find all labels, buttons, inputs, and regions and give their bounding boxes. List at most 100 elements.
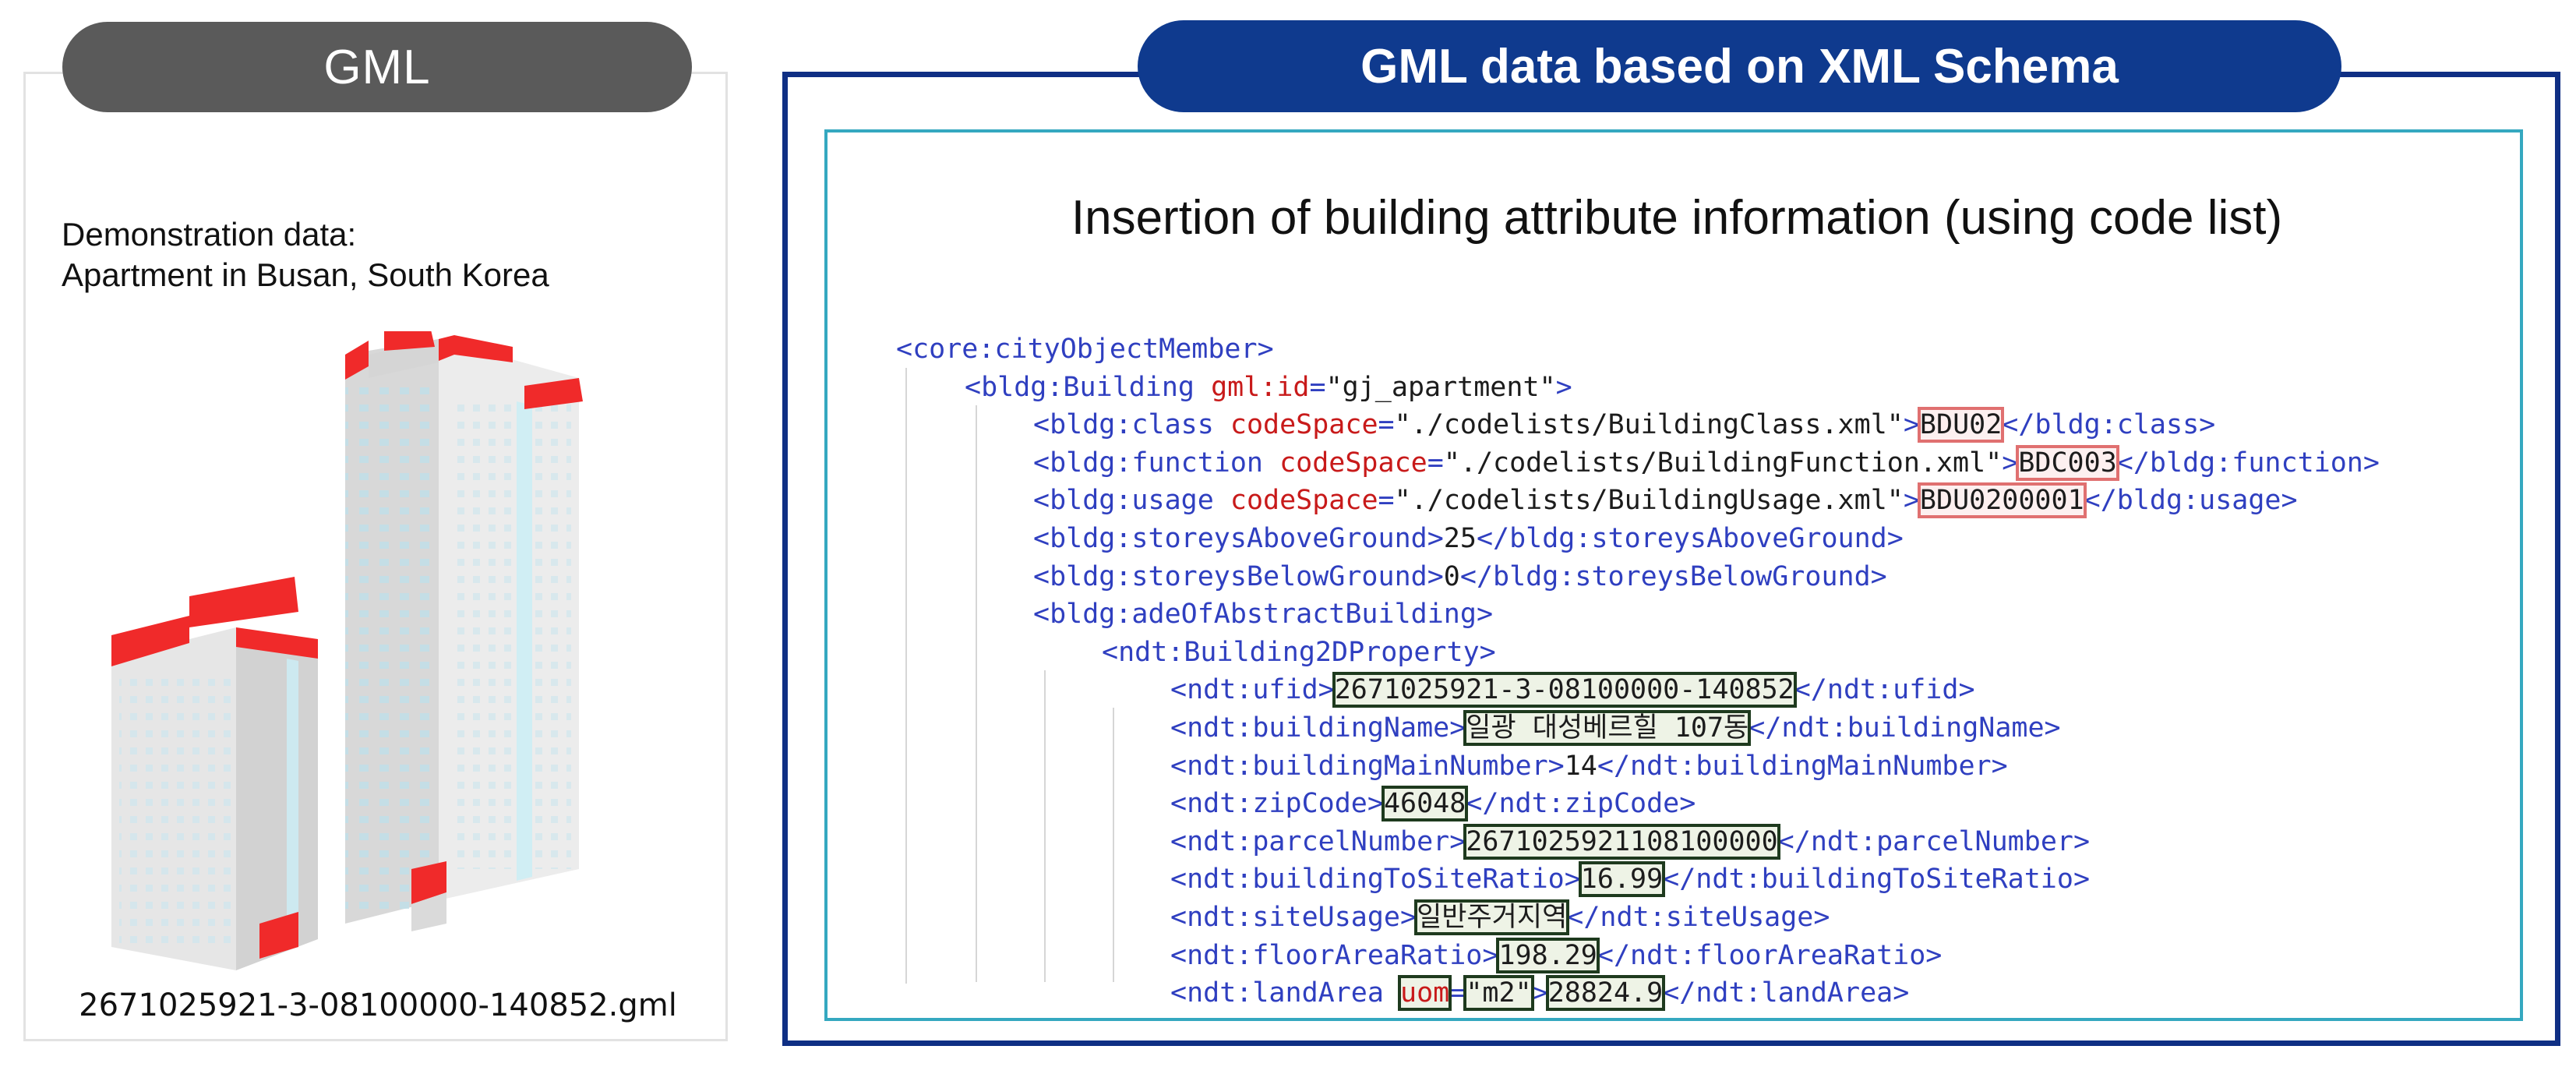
indent-guide bbox=[1044, 670, 1046, 982]
xml-tag: </bldg:function> bbox=[2116, 447, 2380, 479]
xml-attr: codeSpace bbox=[1279, 447, 1427, 479]
xml-line: <ndt:Building2DProperty> bbox=[896, 634, 2380, 672]
highlighted-value: 일반주거지역 bbox=[1414, 899, 1570, 935]
xml-tag: </ndt:siteUsage> bbox=[1567, 901, 1830, 933]
xml-line: <bldg:class codeSpace="./codelists/Build… bbox=[896, 406, 2380, 444]
xml-txt: 25 bbox=[1443, 522, 1477, 554]
roof-short-1 bbox=[111, 616, 189, 666]
highlighted-value: 46048 bbox=[1381, 786, 1469, 822]
xml-txt: 14 bbox=[1564, 750, 1597, 782]
indent-guide bbox=[905, 368, 907, 984]
highlighted-value: BDU0200001 bbox=[1917, 482, 2087, 519]
building-3d-model bbox=[111, 331, 583, 970]
xml-tag: > bbox=[1903, 485, 1920, 517]
xml-tag: > bbox=[1555, 371, 1572, 403]
xml-line: <bldg:storeysAboveGround>25</bldg:storey… bbox=[896, 520, 2380, 558]
xml-line: <bldg:adeOfAbstractBuilding> bbox=[896, 595, 2380, 634]
highlighted-value: 2671025921-3-08100000-140852 bbox=[1332, 672, 1797, 708]
xml-tag: <bldg:usage bbox=[1033, 485, 1230, 517]
xml-tag: </ndt:buildingToSiteRatio> bbox=[1663, 864, 2091, 896]
roof-tall-2 bbox=[439, 335, 513, 362]
highlighted-value: uom bbox=[1398, 975, 1452, 1012]
short-tower bbox=[111, 577, 318, 970]
demonstration-line: Demonstration data: bbox=[62, 216, 357, 253]
xml-val: "./codelists/BuildingUsage.xml" bbox=[1394, 485, 1904, 517]
xml-line: <ndt:landArea uom="m2">28824.9</ndt:land… bbox=[896, 974, 2380, 1012]
gml-file-name: 2671025921-3-08100000-140852.gml bbox=[79, 988, 677, 1023]
code-frame: Insertion of building attribute informat… bbox=[824, 129, 2523, 1021]
base-block-red bbox=[411, 861, 446, 904]
roof-tall-1 bbox=[345, 341, 369, 380]
highlighted-value: BDU02 bbox=[1917, 407, 2005, 443]
xml-val: "./codelists/BuildingClass.xml" bbox=[1394, 409, 1904, 441]
xml-tag: <ndt:buildingName> bbox=[1170, 712, 1466, 744]
demonstration-label: Demonstration data: Apartment in Busan, … bbox=[62, 214, 549, 295]
xml-tag: <bldg:storeysBelowGround> bbox=[1033, 560, 1444, 592]
xml-tag: </ndt:ufid> bbox=[1794, 674, 1975, 706]
xml-line: <bldg:usage codeSpace="./codelists/Build… bbox=[896, 482, 2380, 520]
xml-tag: </bldg:storeysBelowGround> bbox=[1459, 560, 1887, 592]
xml-val: "gj_apartment" bbox=[1325, 371, 1556, 403]
xml-tag: = bbox=[1378, 409, 1395, 441]
highlighted-value: 16.99 bbox=[1578, 861, 1666, 898]
xml-tag: <bldg:Building bbox=[965, 371, 1212, 403]
xml-tag: = bbox=[1427, 447, 1444, 479]
xml-tag: <ndt:landArea bbox=[1170, 977, 1401, 1009]
demonstration-location: Apartment in Busan, South Korea bbox=[62, 256, 549, 293]
xml-line: <ndt:siteUsage>일반주거지역</ndt:siteUsage> bbox=[896, 899, 2380, 937]
highlighted-value: 198.29 bbox=[1496, 937, 1600, 973]
roof-short-2 bbox=[189, 577, 298, 627]
indent-guide bbox=[1113, 708, 1114, 982]
xml-tag: </ndt:landArea> bbox=[1663, 977, 1910, 1009]
xml-line: <ndt:zipCode>46048</ndt:zipCode> bbox=[896, 785, 2380, 823]
tall-tower bbox=[345, 331, 583, 931]
xml-attr: codeSpace bbox=[1230, 409, 1378, 441]
xml-tag: > bbox=[1903, 409, 1920, 441]
xml-tag: <ndt:Building2DProperty> bbox=[1102, 636, 1496, 668]
xml-line: <bldg:Building gml:id="gj_apartment"> bbox=[896, 369, 2380, 407]
xml-tag: <ndt:ufid> bbox=[1170, 674, 1335, 706]
xml-tag: </bldg:storeysAboveGround> bbox=[1476, 522, 1904, 554]
xml-line: <bldg:function codeSpace="./codelists/Bu… bbox=[896, 444, 2380, 482]
xml-val: "./codelists/BuildingFunction.xml" bbox=[1443, 447, 2003, 479]
gml-panel: Demonstration data: Apartment in Busan, … bbox=[23, 72, 728, 1041]
xml-schema-title-badge: GML data based on XML Schema bbox=[1138, 20, 2341, 112]
xml-line: <ndt:buildingToSiteRatio>16.99</ndt:buil… bbox=[896, 860, 2380, 899]
xml-tag: <ndt:parcelNumber> bbox=[1170, 825, 1466, 857]
xml-tag: <ndt:floorAreaRatio> bbox=[1170, 939, 1499, 971]
xml-tag: <bldg:function bbox=[1033, 447, 1280, 479]
xml-tag: <ndt:zipCode> bbox=[1170, 788, 1384, 820]
xml-tag: </ndt:floorAreaRatio> bbox=[1597, 939, 1943, 971]
xml-tag: = bbox=[1309, 371, 1326, 403]
xml-tag: </ndt:buildingName> bbox=[1749, 712, 2061, 744]
xml-line: <ndt:floorAreaRatio>198.29</ndt:floorAre… bbox=[896, 937, 2380, 975]
base-red-small bbox=[259, 912, 298, 959]
highlighted-value: BDC003 bbox=[2016, 444, 2119, 481]
xml-line: <ndt:parcelNumber>2671025921108100000</n… bbox=[896, 823, 2380, 861]
xml-line: <ndt:ufid>2671025921-3-08100000-140852</… bbox=[896, 671, 2380, 709]
xml-tag: </bldg:usage> bbox=[2084, 485, 2298, 517]
xml-tag: = bbox=[1449, 977, 1466, 1009]
xml-tag: > bbox=[2002, 447, 2019, 479]
xml-code-block: <core:cityObjectMember><bldg:Building gm… bbox=[896, 330, 2380, 1012]
xml-tag: </ndt:parcelNumber> bbox=[1777, 825, 2091, 857]
highlighted-value: 일광 대성베르힐 107동 bbox=[1463, 709, 1752, 746]
xml-tag: <bldg:class bbox=[1033, 409, 1230, 441]
xml-txt: 0 bbox=[1443, 560, 1460, 592]
xml-tag: <ndt:siteUsage> bbox=[1170, 901, 1417, 933]
gml-title-badge: GML bbox=[62, 22, 692, 112]
highlighted-value: 28824.9 bbox=[1545, 975, 1666, 1012]
xml-tag: <bldg:storeysAboveGround> bbox=[1033, 522, 1444, 554]
xml-attr: gml:id bbox=[1211, 371, 1310, 403]
xml-line: <bldg:storeysBelowGround>0</bldg:storeys… bbox=[896, 558, 2380, 596]
insertion-title: Insertion of building attribute informat… bbox=[1071, 191, 2283, 245]
xml-line: <core:cityObjectMember> bbox=[896, 330, 2380, 369]
highlighted-value: "m2" bbox=[1463, 975, 1534, 1012]
xml-line: <ndt:buildingName>일광 대성베르힐 107동</ndt:bui… bbox=[896, 709, 2380, 747]
highlighted-value: 2671025921108100000 bbox=[1463, 823, 1780, 860]
xml-tag: = bbox=[1378, 485, 1395, 517]
xml-tag: </ndt:zipCode> bbox=[1466, 788, 1696, 820]
xml-tag: > bbox=[1531, 977, 1548, 1009]
indent-guide bbox=[976, 405, 977, 982]
xml-tag: </ndt:buildingMainNumber> bbox=[1597, 750, 2008, 782]
